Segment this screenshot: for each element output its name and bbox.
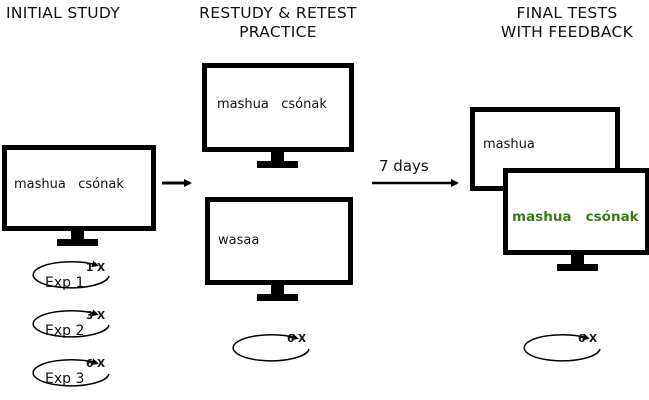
monitor-stand-restudy (257, 149, 298, 168)
screen-cue-word: mashua (483, 137, 535, 152)
monitor-stand-feedback (557, 252, 598, 271)
experiment-label-3: Exp 3 (45, 371, 85, 387)
repeat-count-practice: 6 X (287, 333, 307, 345)
cycle-icon-exp2 (32, 309, 110, 338)
heading-line-1: RESTUDY & RETEST (199, 4, 357, 22)
monitor-retest: wasaa (205, 197, 353, 285)
heading-line-2: WITH FEEDBACK (500, 23, 634, 41)
monitor-initial-study: mashua csónak (2, 145, 156, 231)
repeat-count-exp3: 6 X (86, 358, 106, 370)
feedback-word-pair: mashua csónak (512, 209, 639, 225)
heading-final-tests: FINAL TESTS WITH FEEDBACK (482, 4, 649, 42)
monitor-feedback: mashua csónak (503, 168, 649, 255)
experiment-label-2: Exp 2 (45, 323, 85, 339)
screen-word-pair: mashua csónak (14, 177, 124, 192)
repeat-count-exp2: 3 X (86, 310, 106, 322)
heading-restudy-retest: RESTUDY & RETEST PRACTICE (178, 4, 378, 42)
cycle-icon-exp3 (32, 358, 110, 387)
cycle-icon-exp1 (32, 260, 110, 289)
screen-word-pair: mashua csónak (217, 97, 327, 112)
delay-label: 7 days (379, 157, 429, 175)
heading-line-1: FINAL TESTS (516, 4, 618, 22)
monitor-stand-retest (257, 282, 298, 301)
heading-initial-study: INITIAL STUDY (6, 4, 121, 22)
monitor-stand-initial (57, 228, 98, 246)
monitor-restudy: mashua csónak (202, 63, 354, 152)
repeat-count-final: 6 X (578, 333, 598, 345)
screen-cue-word: wasaa (218, 233, 260, 248)
heading-line-2: PRACTICE (239, 23, 317, 41)
cycle-icon-final (523, 333, 601, 362)
repeat-count-exp1: 1 X (86, 262, 106, 274)
cycle-icon-practice (232, 333, 310, 362)
experiment-label-1: Exp 1 (45, 275, 85, 291)
